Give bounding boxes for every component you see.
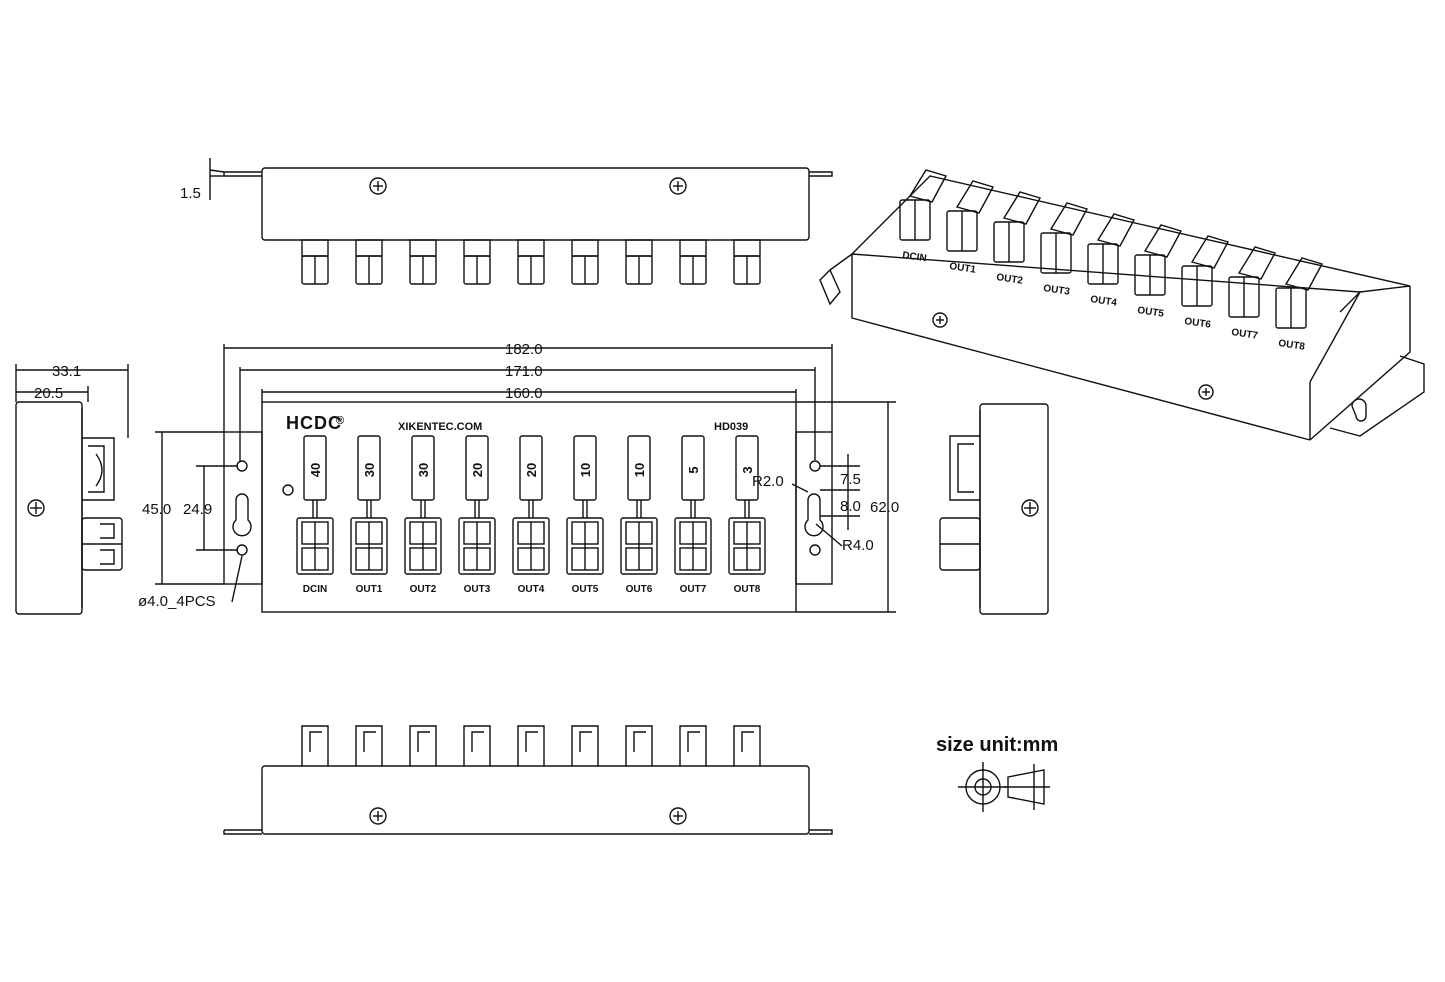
top-view-connector (409, 239, 437, 285)
fuse-rating: 40 (308, 463, 323, 477)
fuse-rating: 20 (470, 463, 485, 477)
port-label: OUT3 (464, 584, 491, 595)
iso-port-label: OUT4 (1090, 294, 1118, 309)
screw-icon (932, 312, 948, 328)
top-view (209, 158, 833, 285)
dim-body-length: 160.0 (505, 385, 543, 402)
iso-port (1275, 257, 1324, 329)
dim-slot-b: 8.0 (840, 498, 861, 515)
iso-port-label: DCIN (902, 250, 928, 264)
port-label: OUT1 (356, 584, 383, 595)
iso-port (1228, 246, 1277, 318)
projection-symbol (958, 762, 1050, 812)
top-view-connector (301, 239, 329, 285)
fuse-rating: 5 (686, 466, 701, 473)
iso-port (993, 191, 1042, 263)
bottom-view-connector (733, 725, 761, 766)
iso-port (1134, 224, 1183, 296)
port-label: OUT7 (680, 584, 707, 595)
right-side-view (939, 403, 1049, 615)
unit-note: size unit:mm (936, 734, 1058, 756)
port-label: OUT5 (572, 584, 599, 595)
dim-mount-holes: ø4.0_4PCS (138, 593, 216, 610)
dim-side-depth-total: 33.1 (52, 363, 81, 380)
iso-port-label: OUT2 (996, 272, 1024, 287)
front-view-port (566, 435, 604, 575)
bottom-view-connector (301, 725, 329, 766)
top-view-connector (625, 239, 653, 285)
brand-label: HCDC (286, 413, 342, 433)
top-view-connector (679, 239, 707, 285)
dim-overall-height: 62.0 (870, 499, 899, 516)
fuse-rating: 10 (632, 463, 647, 477)
fuse-rating: 3 (740, 466, 755, 473)
model-label: HD039 (714, 421, 748, 433)
front-view-port (350, 435, 388, 575)
dim-overall-length: 182.0 (505, 341, 543, 358)
iso-port (1181, 235, 1230, 307)
bottom-view-connector (517, 725, 545, 766)
front-view-port (296, 435, 334, 575)
registered-mark: ® (336, 415, 344, 427)
screw-icon (669, 807, 687, 825)
front-view-port (674, 435, 712, 575)
iso-port-label: OUT3 (1043, 283, 1071, 298)
front-view-port (404, 435, 442, 575)
iso-port-label: OUT8 (1278, 338, 1306, 353)
iso-port-label: OUT1 (949, 261, 977, 276)
top-view-connector (733, 239, 761, 285)
port-label: DCIN (303, 584, 327, 595)
dim-flange-height: 45.0 (142, 501, 171, 518)
front-view-port (620, 435, 658, 575)
iso-port-label: OUT6 (1184, 316, 1212, 331)
iso-port (1040, 202, 1089, 274)
dim-slot-radius-small: R2.0 (752, 473, 784, 490)
dim-hole-spacing: 171.0 (505, 363, 543, 380)
bottom-view-connector (463, 725, 491, 766)
screw-icon (1198, 384, 1214, 400)
front-view (155, 344, 896, 613)
dim-top-thickness: 1.5 (180, 185, 201, 202)
top-view-connector (571, 239, 599, 285)
front-view-port (512, 435, 550, 575)
bottom-view-connector (625, 725, 653, 766)
iso-port (899, 169, 948, 241)
dim-side-depth-body: 20.5 (34, 385, 63, 402)
screw-icon (369, 177, 387, 195)
iso-port (946, 180, 995, 252)
port-label: OUT8 (734, 584, 761, 595)
top-view-connector (355, 239, 383, 285)
dim-hole-vertical: 24.9 (183, 501, 212, 518)
screw-icon (369, 807, 387, 825)
front-view-port (458, 435, 496, 575)
port-label: OUT2 (410, 584, 437, 595)
bottom-view-connector (679, 725, 707, 766)
bottom-view-connector (409, 725, 437, 766)
dim-slot-radius-large: R4.0 (842, 537, 874, 554)
fuse-rating: 20 (524, 463, 539, 477)
isometric-view (819, 169, 1425, 441)
website-label: XIKENTEC.COM (398, 421, 482, 433)
top-view-connector (517, 239, 545, 285)
dim-slot-a: 7.5 (840, 471, 861, 488)
iso-port (1087, 213, 1136, 285)
bottom-view (223, 725, 833, 835)
bottom-view-connector (571, 725, 599, 766)
fuse-rating: 30 (362, 463, 377, 477)
fuse-rating: 10 (578, 463, 593, 477)
iso-port-label: OUT5 (1137, 305, 1165, 320)
front-view-port (728, 435, 766, 575)
top-view-connector (463, 239, 491, 285)
bottom-view-connector (355, 725, 383, 766)
fuse-rating: 30 (416, 463, 431, 477)
iso-port-label: OUT7 (1231, 327, 1259, 342)
port-label: OUT6 (626, 584, 653, 595)
left-side-view (15, 364, 129, 615)
screw-icon (669, 177, 687, 195)
port-label: OUT4 (518, 584, 545, 595)
